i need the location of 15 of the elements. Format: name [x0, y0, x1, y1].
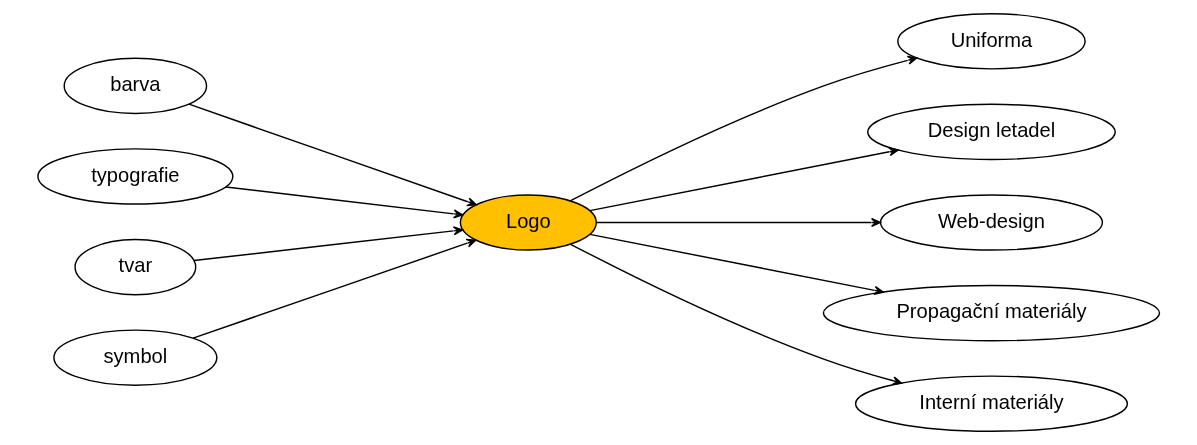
node-ellipse: typografie — [37, 148, 234, 205]
arrow — [569, 55, 918, 202]
node-ellipse: Design letadel — [867, 103, 1116, 161]
arrow — [589, 147, 899, 212]
node-ellipse: barva — [63, 57, 208, 115]
arrow — [188, 103, 477, 207]
arrow — [225, 186, 464, 219]
node-ellipse: symbol — [53, 329, 218, 386]
arrow — [192, 238, 477, 339]
node-ellipse: Uniforma — [897, 13, 1086, 70]
arrow — [589, 233, 884, 295]
arrow — [569, 243, 903, 386]
node-ellipse: Web-design — [879, 194, 1104, 251]
node-ellipse: tvar — [74, 238, 197, 296]
arrow — [193, 226, 464, 262]
